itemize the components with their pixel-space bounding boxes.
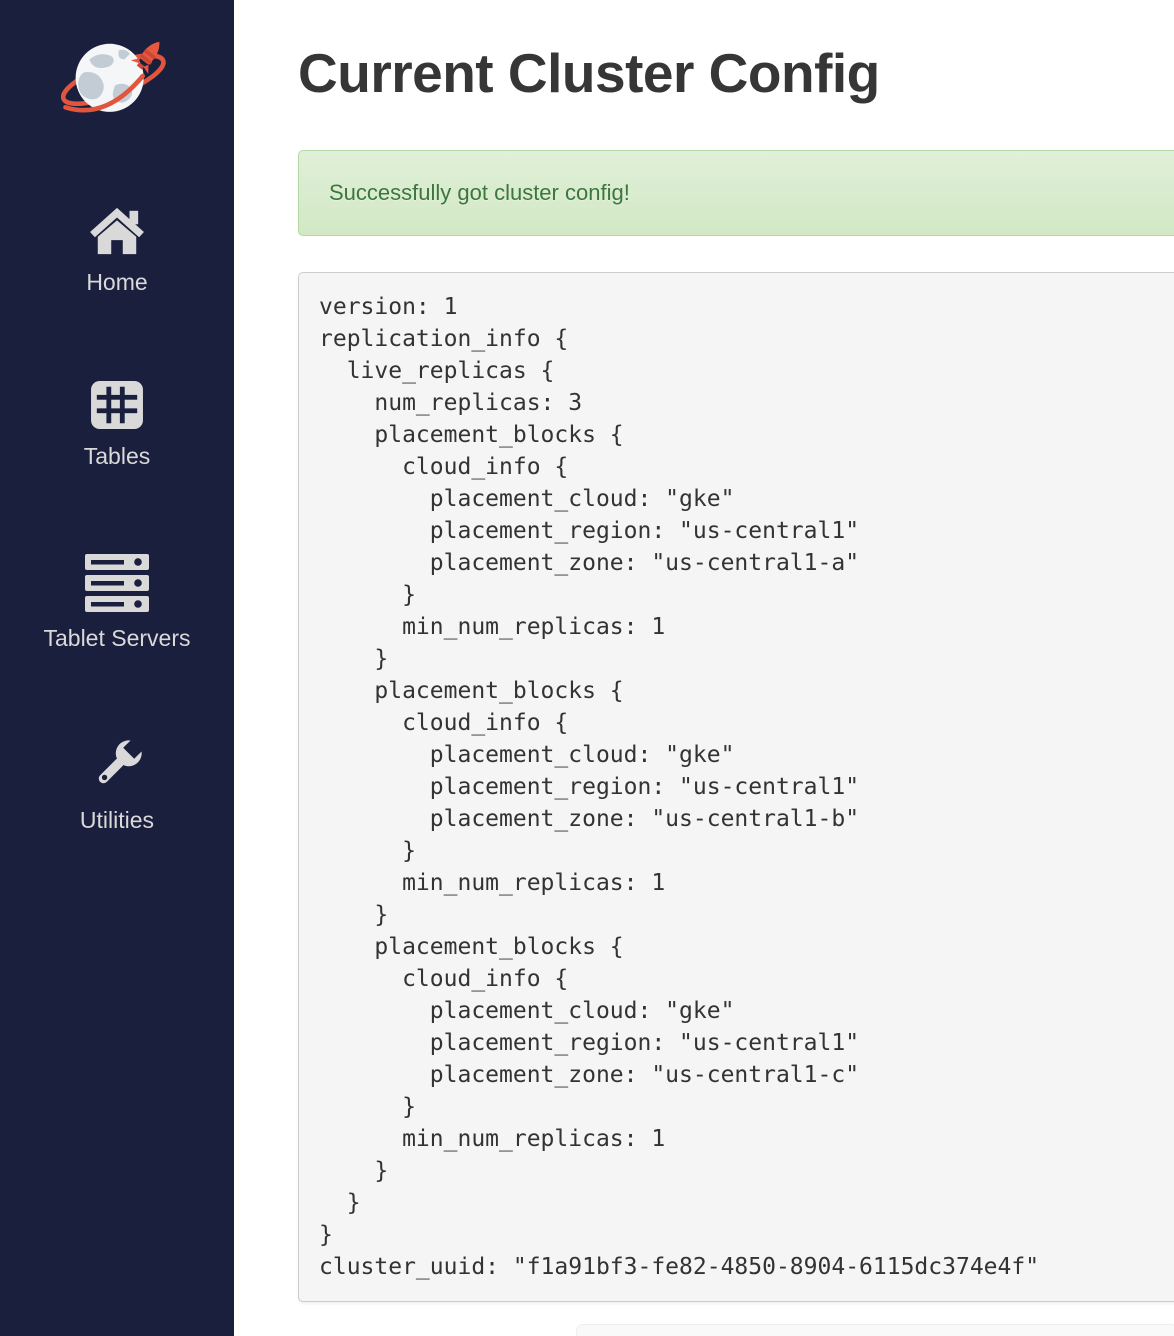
- table-grid-icon: [90, 380, 144, 435]
- sidebar-item-label: Utilities: [79, 807, 155, 833]
- success-alert: Successfully got cluster config!: [298, 150, 1174, 237]
- sidebar: Home Tables: [0, 0, 234, 1336]
- success-alert-message: Successfully got cluster config!: [329, 180, 630, 206]
- sidebar-item-tablet-servers[interactable]: Tablet Servers: [43, 554, 191, 652]
- partial-element-peek: [576, 1324, 1174, 1336]
- sidebar-item-utilities[interactable]: Utilities: [80, 736, 154, 834]
- wrench-icon: [88, 736, 146, 799]
- main-content: Current Cluster Config Successfully got …: [234, 0, 1174, 1336]
- sidebar-nav: Home Tables: [43, 122, 191, 834]
- page-title: Current Cluster Config: [298, 42, 880, 104]
- home-icon: [88, 206, 146, 261]
- sidebar-item-home[interactable]: Home: [86, 206, 148, 296]
- sidebar-item-tables[interactable]: Tables: [84, 380, 150, 470]
- sidebar-item-label: Tablet Servers: [43, 625, 191, 651]
- cluster-config-text: version: 1 replication_info { live_repli…: [298, 272, 1174, 1303]
- sidebar-item-label: Home: [86, 269, 148, 295]
- globe-rocket-icon: [60, 41, 166, 113]
- servers-icon: [84, 554, 150, 617]
- sidebar-item-label: Tables: [83, 443, 151, 469]
- yugabyte-logo[interactable]: [60, 30, 173, 122]
